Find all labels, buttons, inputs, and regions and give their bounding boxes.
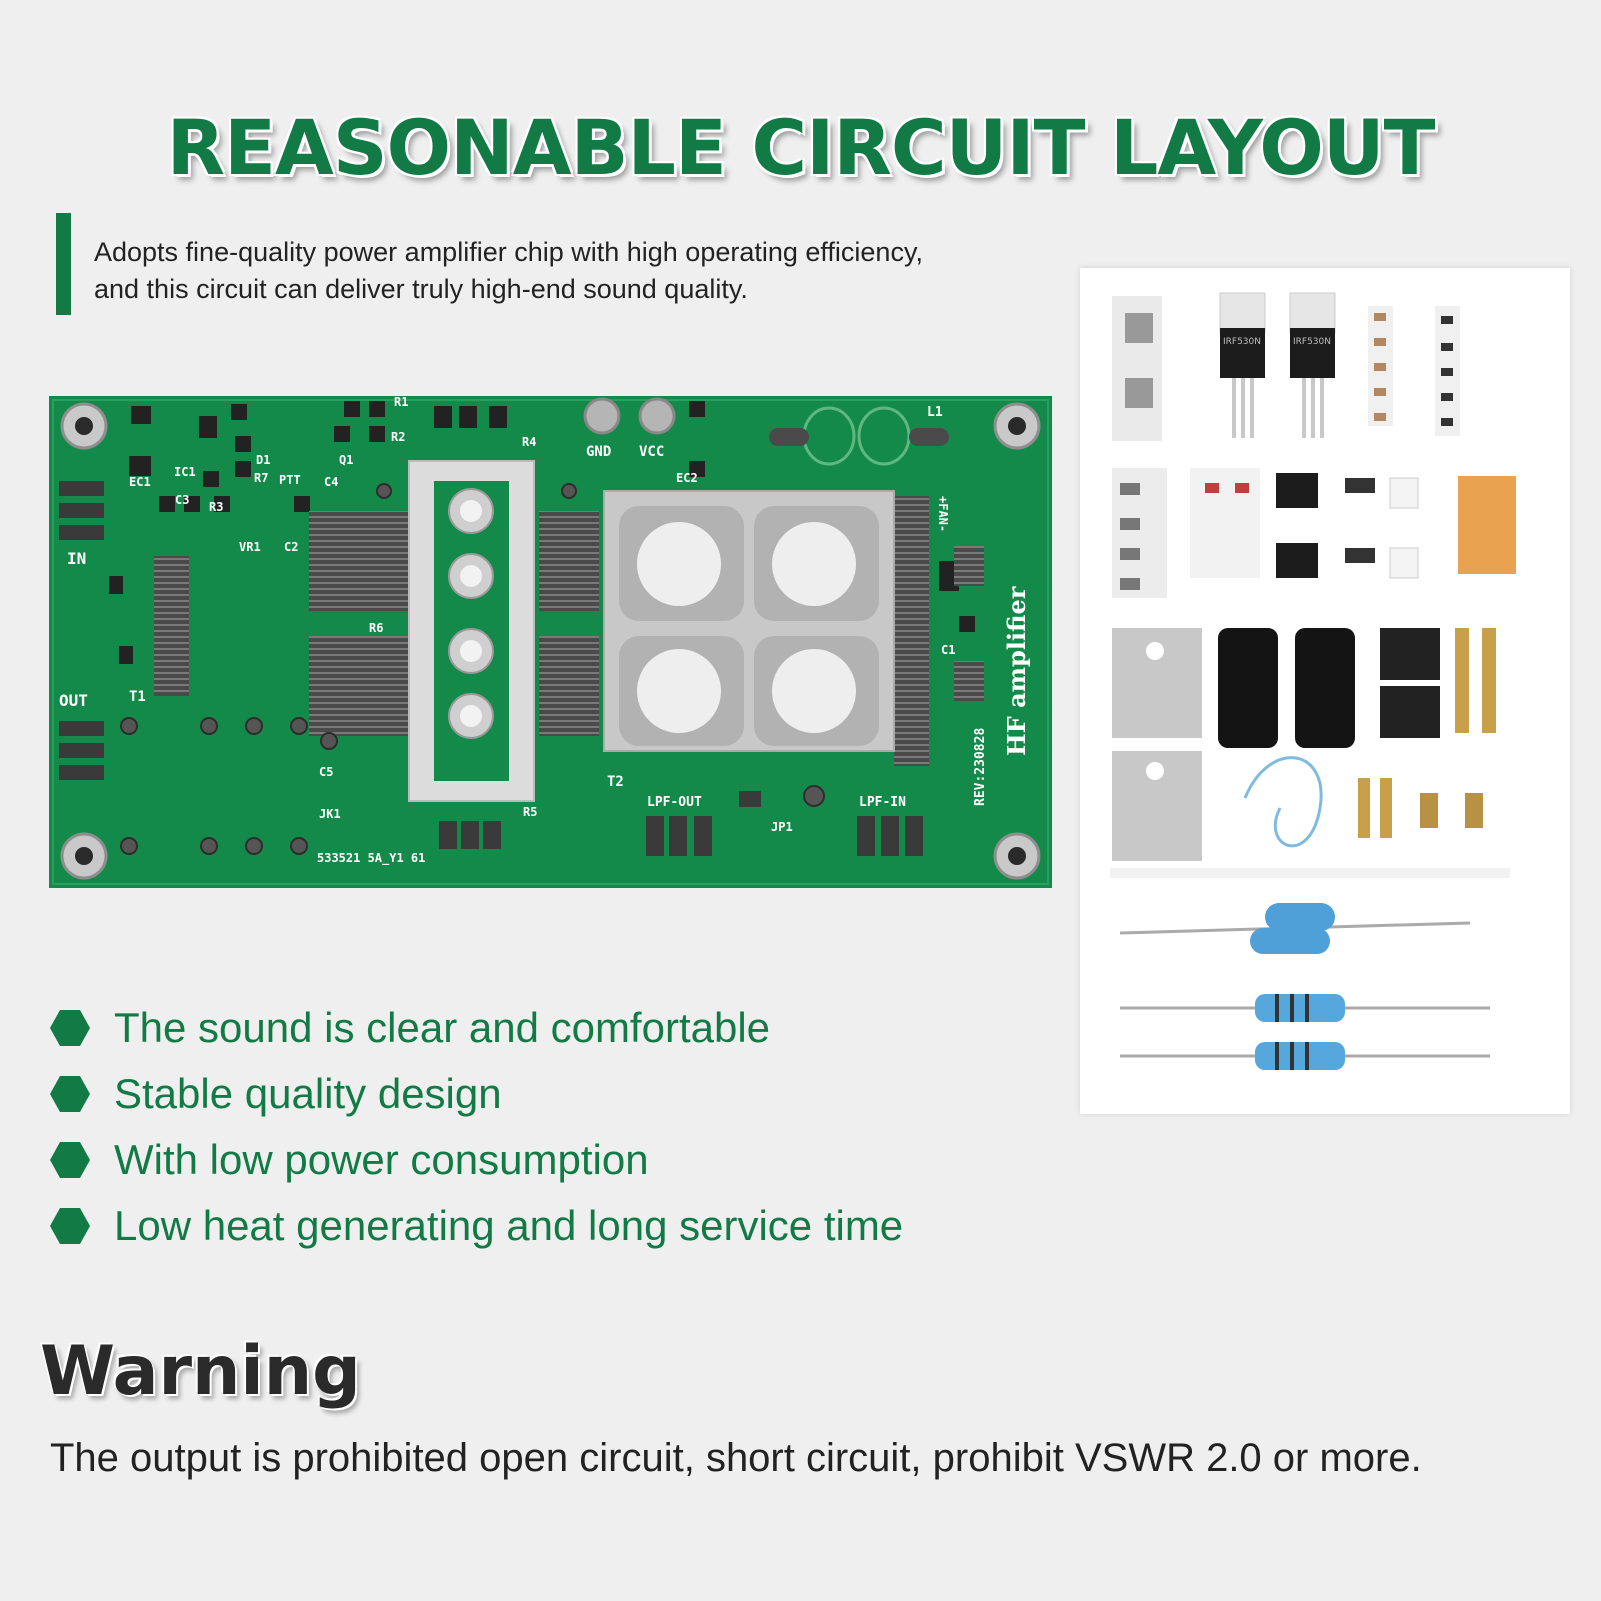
label-r2: R2 [391, 430, 405, 444]
label-vr1: VR1 [239, 540, 261, 554]
label-serial: 533521 5A_Y1 61 [317, 851, 425, 866]
label-t2: T2 [607, 774, 624, 790]
label-r5: R5 [523, 805, 537, 819]
label-r4: R4 [522, 435, 536, 449]
label-c3: C3 [175, 493, 189, 507]
label-t1: T1 [129, 689, 146, 705]
label-ic1: IC1 [174, 465, 196, 479]
label-vcc: VCC [639, 444, 664, 460]
feature-text: With low power consumption [114, 1136, 649, 1183]
feature-item: Stable quality design [50, 1070, 903, 1136]
parts-kit-image: IRF530N IRF530N [1080, 268, 1570, 1114]
mosfet: IRF530N [1289, 292, 1336, 438]
svg-text:IRF530N: IRF530N [1293, 337, 1331, 347]
label-jp1: JP1 [771, 820, 793, 834]
hexagon-icon [50, 1142, 90, 1178]
feature-text: Low heat generating and long service tim… [114, 1202, 904, 1249]
label-c1: C1 [941, 643, 955, 657]
label-out: OUT [59, 691, 88, 710]
label-c4: C4 [324, 475, 338, 489]
label-brand: HF amplifier [1002, 586, 1031, 756]
feature-text: Stable quality design [114, 1070, 502, 1117]
intro-text: Adopts fine-quality power amplifier chip… [94, 237, 923, 304]
label-c2: C2 [284, 540, 298, 554]
hexagon-icon [50, 1076, 90, 1112]
label-ptt: PTT [279, 473, 301, 487]
label-q1: Q1 [339, 453, 353, 467]
label-gnd: GND [586, 444, 611, 460]
feature-text: The sound is clear and comfortable [114, 1004, 771, 1051]
feature-item: With low power consumption [50, 1136, 903, 1202]
label-ec1: EC1 [129, 475, 151, 489]
hexagon-icon [50, 1208, 90, 1244]
hexagon-icon [50, 1010, 90, 1046]
intro-accent-bar [56, 213, 71, 315]
label-fan: +FAN- [936, 496, 950, 532]
page-title: REASONABLE CIRCUIT LAYOUT [166, 102, 1436, 192]
feature-list: The sound is clear and comfortable Stabl… [50, 1004, 903, 1268]
feature-item: The sound is clear and comfortable [50, 1004, 903, 1070]
label-c5: C5 [319, 765, 333, 779]
label-r3: R3 [209, 500, 223, 514]
label-lpf-out: LPF-OUT [647, 795, 702, 810]
svg-text:IRF530N: IRF530N [1223, 337, 1261, 347]
pcb-board-image: IN OUT GND VCC L1 R1 R2 R3 R4 R5 R6 R7 E… [49, 396, 1052, 888]
label-lpf-in: LPF-IN [859, 795, 906, 810]
label-r6: R6 [369, 621, 383, 635]
mosfet: IRF530N [1219, 292, 1266, 438]
label-ec2: EC2 [676, 471, 698, 485]
feature-item: Low heat generating and long service tim… [50, 1202, 903, 1268]
warning-title: Warning [40, 1332, 361, 1411]
label-rev: REV:230828 [973, 728, 988, 806]
label-r1: R1 [394, 396, 408, 409]
label-r7: R7 [254, 471, 268, 485]
label-jk1: JK1 [319, 807, 341, 821]
label-d1: D1 [256, 453, 270, 467]
warning-text: The output is prohibited open circuit, s… [50, 1436, 1422, 1480]
label-l1: L1 [927, 405, 943, 420]
label-in: IN [67, 549, 86, 568]
